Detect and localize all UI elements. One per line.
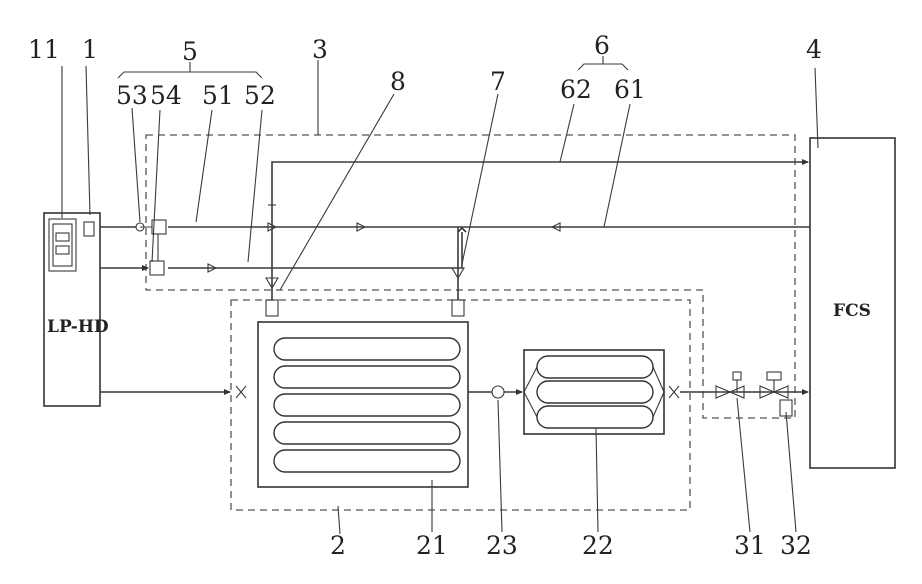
label-4: 4 xyxy=(806,35,822,64)
label-11: 11 xyxy=(28,35,60,64)
label-21: 21 xyxy=(416,531,448,560)
label-6: 6 xyxy=(594,31,610,60)
label-7: 7 xyxy=(490,67,506,96)
tube-bundle-21 xyxy=(258,322,468,487)
label-23: 23 xyxy=(486,531,518,560)
label-22: 22 xyxy=(582,531,614,560)
label-54: 54 xyxy=(150,81,182,110)
label-2: 2 xyxy=(330,531,346,560)
boundary-3 xyxy=(146,135,795,418)
pipe-61 xyxy=(168,223,810,231)
label-8: 8 xyxy=(390,67,406,96)
label-31: 31 xyxy=(734,531,766,560)
label-62: 62 xyxy=(560,75,592,104)
lp-hd-label: LP-HD xyxy=(47,317,109,337)
label-52: 52 xyxy=(244,81,276,110)
label-53: 53 xyxy=(116,81,148,110)
label-32: 32 xyxy=(780,531,812,560)
lp-hd-block: LP-HD xyxy=(44,213,109,406)
check-valve-23 xyxy=(468,386,522,398)
label-51: 51 xyxy=(202,81,234,110)
label-1: 1 xyxy=(82,35,98,64)
label-61: 61 xyxy=(614,75,646,104)
label-3: 3 xyxy=(312,35,328,64)
valve-8 xyxy=(266,270,278,316)
label-5: 5 xyxy=(182,37,198,66)
fcs-block: FCS xyxy=(810,138,895,468)
fcs-label: FCS xyxy=(833,301,871,321)
inlet-line xyxy=(100,386,246,398)
pipe-52 xyxy=(168,228,466,272)
fittings-53-54 xyxy=(100,220,166,275)
tank-group-22 xyxy=(524,350,664,434)
pipe-62 xyxy=(268,162,808,270)
